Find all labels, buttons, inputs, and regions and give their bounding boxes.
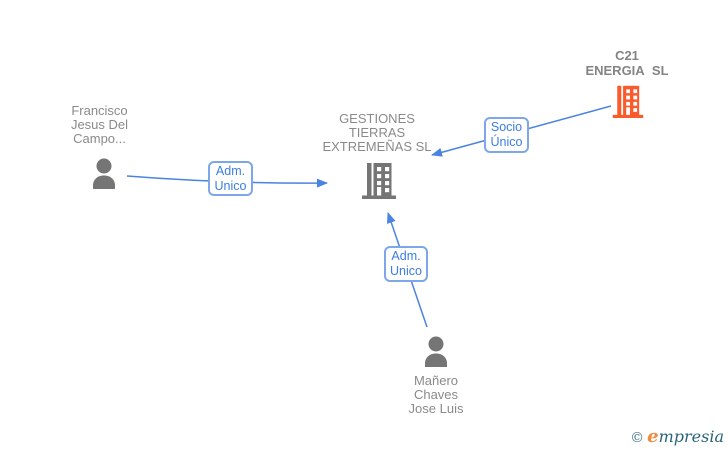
company-icon-c21-energia[interactable]	[611, 83, 645, 124]
company-icon-gestiones[interactable]	[360, 160, 398, 205]
person-icon-francisco[interactable]	[86, 157, 122, 198]
node-label-line: C21	[615, 48, 639, 63]
empresia-logo[interactable]: © e mpresia	[630, 428, 724, 447]
edge-label-line: Adm.	[215, 163, 246, 178]
node-label-line: Jesus Del	[70, 117, 129, 132]
node-label-line: Campo...	[73, 131, 126, 146]
node-label-c21-energia[interactable]: C21 ENERGIA SL	[567, 48, 687, 78]
node-label-line: TIERRAS	[348, 125, 406, 140]
node-label-line: Francisco	[71, 103, 128, 118]
node-label-line: Jose Luis	[408, 401, 464, 416]
node-label-manero-chaves-jose-luis[interactable]: Mañero Chaves Jose Luis	[376, 374, 496, 416]
node-label-line: EXTREMEÑAS SL	[322, 139, 432, 154]
person-icon-manero[interactable]	[418, 335, 454, 376]
edge-label-line: Adm.	[391, 249, 421, 263]
edge-label-adm-unico-francisco: Adm. Unico	[208, 161, 253, 196]
edge-label-adm-unico-manero: Adm. Unico	[384, 246, 428, 282]
edge-label-socio-unico-c21: Socio Único	[484, 117, 529, 153]
edge-label-line: Unico	[390, 264, 422, 278]
edge-label-line: Socio	[490, 120, 523, 134]
node-label-gestiones-tierras-extremenas[interactable]: GESTIONES TIERRAS EXTREMEÑAS SL	[307, 112, 447, 154]
node-label-francisco-jesus-del-campo[interactable]: Francisco Jesus Del Campo...	[37, 104, 162, 146]
node-label-line: Chaves	[413, 387, 459, 402]
logo-text-first: e	[647, 426, 659, 447]
logo-text-rest: mpresia	[658, 427, 724, 446]
edge-label-line: Único	[490, 135, 523, 149]
copyright-icon: ©	[630, 430, 645, 446]
node-label-line: Mañero	[413, 373, 459, 388]
edge-label-line: Unico	[214, 178, 247, 193]
node-label-line: ENERGIA SL	[585, 63, 669, 78]
node-label-line: GESTIONES	[339, 111, 415, 126]
